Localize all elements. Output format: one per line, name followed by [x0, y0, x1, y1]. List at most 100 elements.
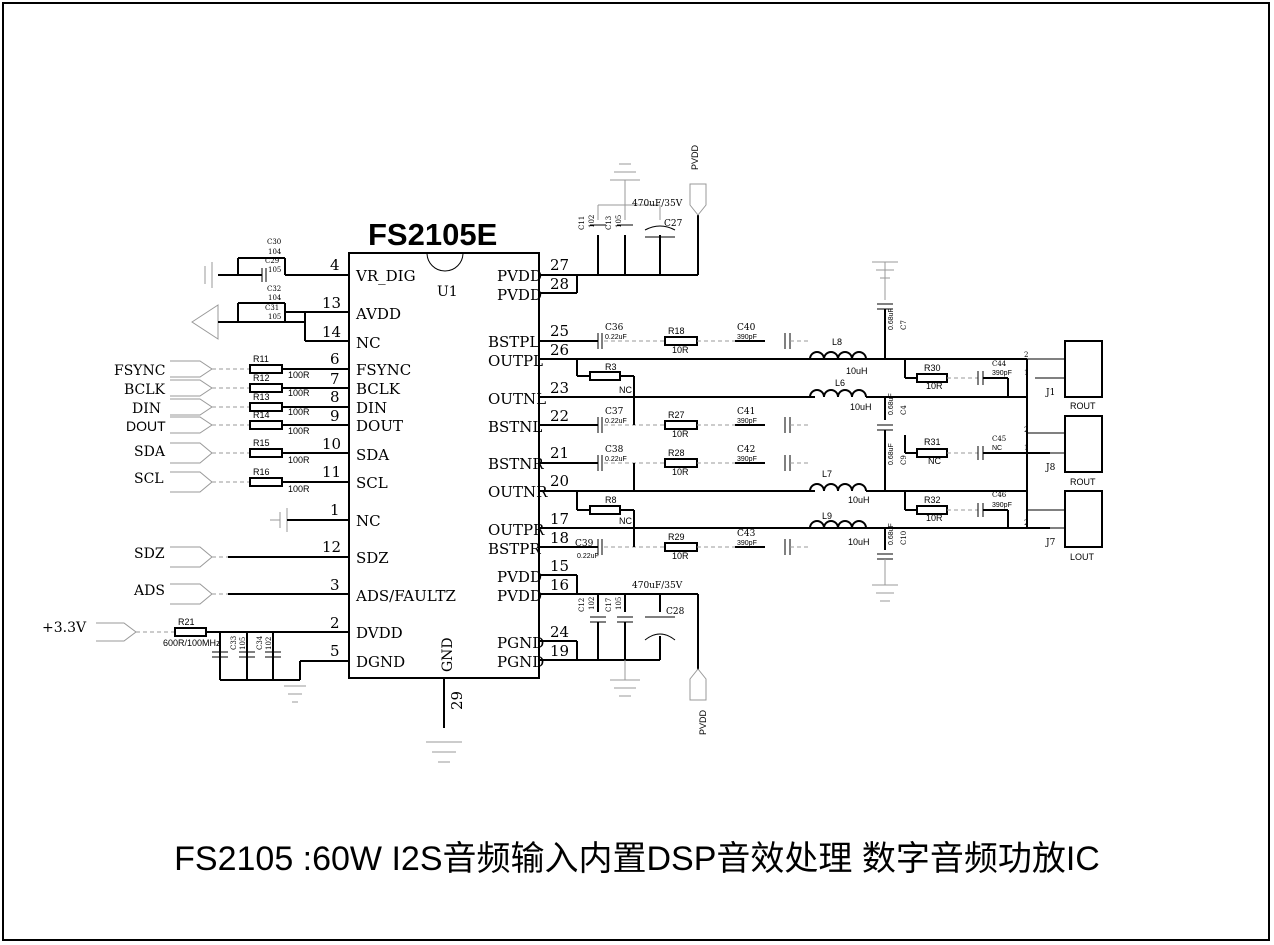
svg-text:C11: C11 [578, 216, 586, 230]
svg-text:13: 13 [322, 294, 341, 312]
svg-text:SDZ: SDZ [134, 546, 165, 562]
svg-text:R16: R16 [253, 467, 270, 477]
svg-text:1: 1 [1024, 444, 1028, 452]
svg-text:PVDD: PVDD [497, 286, 542, 304]
svg-text:J1: J1 [1045, 388, 1055, 398]
svg-text:R13: R13 [253, 392, 270, 402]
svg-text:2: 2 [330, 614, 340, 632]
svg-text:4: 4 [330, 256, 340, 274]
snubber-networks: R30 10R C44 390pF R31 NC C45 NC R32 10R … [904, 359, 1050, 528]
svg-text:NC: NC [619, 516, 632, 526]
series-resistors-left: R11 R12 R13 R14 R15 R16 100R 100R 100R 1… [249, 354, 310, 494]
svg-text:7: 7 [330, 370, 340, 388]
svg-text:5: 5 [330, 642, 340, 660]
svg-text:NC: NC [928, 456, 941, 466]
svg-text:0.22uF: 0.22uF [605, 334, 627, 341]
svg-text:C43: C43 [737, 529, 756, 539]
svg-text:C31: C31 [265, 304, 279, 312]
svg-text:PVDD: PVDD [698, 709, 708, 735]
svg-text:C42: C42 [737, 445, 755, 455]
svg-text:SDZ: SDZ [356, 549, 389, 567]
output-connectors: 2 1 2 1 2 J1 J8 J7 ROUT ROUT LOUT [1024, 340, 1103, 562]
svg-text:R3: R3 [605, 362, 617, 372]
svg-text:R31: R31 [924, 437, 941, 447]
svg-text:SDA: SDA [134, 444, 166, 460]
svg-text:6: 6 [330, 350, 340, 368]
svg-text:R11: R11 [253, 354, 269, 364]
output-inductors: L8 10uH L6 10uH L7 10uH L9 10uH [809, 337, 1050, 547]
chip-ground-symbol [426, 741, 462, 763]
svg-text:C40: C40 [737, 323, 756, 333]
svg-text:R21: R21 [178, 617, 195, 627]
bootstrap-networks: C36 0.22uF R18 10R C40 390pF C37 0.22uF … [575, 323, 810, 561]
pin1-nc [270, 508, 292, 532]
chip-u1: FS2105E U1 GND [348, 217, 540, 679]
avdd-decoupling: C32 104 C31 105 [191, 285, 306, 341]
svg-text:C41: C41 [737, 407, 755, 417]
svg-text:0.22uF: 0.22uF [605, 418, 627, 425]
svg-text:29: 29 [448, 691, 466, 710]
svg-text:OUTPR: OUTPR [488, 521, 545, 539]
svg-text:100R: 100R [288, 455, 310, 465]
svg-text:PVDD: PVDD [690, 144, 700, 170]
nc-resistors: R3 NC R8 NC [576, 359, 635, 528]
svg-text:PVDD: PVDD [497, 568, 542, 586]
svg-text:C46: C46 [992, 491, 1007, 499]
svg-text:14: 14 [322, 323, 341, 341]
svg-text:C30: C30 [267, 238, 281, 246]
svg-text:BSTNR: BSTNR [488, 455, 544, 473]
svg-text:L6: L6 [835, 378, 845, 388]
svg-text:105: 105 [268, 313, 281, 321]
svg-text:SCL: SCL [134, 471, 164, 487]
svg-text:12: 12 [322, 538, 341, 556]
svg-text:102: 102 [588, 215, 596, 228]
svg-text:C36: C36 [605, 323, 624, 333]
svg-text:21: 21 [550, 444, 569, 462]
svg-text:C9: C9 [900, 455, 908, 465]
svg-text:10uH: 10uH [848, 537, 870, 547]
svg-text:100R: 100R [288, 370, 310, 380]
svg-text:11: 11 [322, 463, 341, 481]
svg-text:SCL: SCL [356, 474, 388, 492]
svg-text:BSTNL: BSTNL [488, 418, 542, 436]
svg-text:390pF: 390pF [737, 456, 757, 463]
svg-text:C17: C17 [605, 598, 613, 612]
svg-text:104: 104 [268, 294, 282, 302]
svg-text:DVDD: DVDD [356, 624, 403, 642]
svg-text:10R: 10R [672, 345, 689, 355]
svg-text:18: 18 [550, 529, 569, 547]
svg-text:0.68uF: 0.68uF [888, 308, 895, 330]
svg-text:23: 23 [550, 379, 569, 397]
filter-caps: 0.68uF C7 0.68uF C4 0.68uF C9 0.68uF C10 [872, 261, 908, 602]
svg-text:2: 2 [1024, 426, 1028, 434]
svg-text:0.68uF: 0.68uF [888, 393, 895, 415]
svg-text:R28: R28 [668, 448, 685, 458]
svg-text:C39: C39 [575, 539, 594, 549]
svg-text:0.68uF: 0.68uF [888, 443, 895, 465]
chip-name: FS2105E [368, 217, 497, 252]
svg-text:C10: C10 [900, 531, 908, 545]
input-ports: FSYNC BCLK DIN DOUT SDA SCL SDZ ADS +3.3… [42, 360, 250, 642]
chip-ref: U1 [437, 284, 458, 300]
svg-text:8: 8 [330, 388, 340, 406]
svg-text:PVDD: PVDD [497, 267, 542, 285]
svg-text:C27: C27 [664, 219, 683, 229]
svg-text:C37: C37 [605, 407, 624, 417]
svg-text:100R: 100R [288, 407, 310, 417]
svg-text:J7: J7 [1045, 538, 1056, 548]
svg-text:BCLK: BCLK [356, 380, 401, 398]
svg-text:100R: 100R [288, 484, 310, 494]
svg-text:26: 26 [550, 341, 569, 359]
svg-text:NC: NC [356, 512, 381, 530]
svg-text:19: 19 [550, 642, 569, 660]
svg-text:SDA: SDA [356, 446, 389, 464]
svg-text:L9: L9 [822, 511, 832, 521]
svg-text:L7: L7 [822, 469, 832, 479]
svg-text:100R: 100R [288, 426, 310, 436]
svg-text:22: 22 [550, 407, 569, 425]
svg-text:R14: R14 [253, 410, 270, 420]
svg-text:C45: C45 [992, 435, 1006, 443]
svg-text:C7: C7 [900, 320, 908, 330]
svg-text:0.22uF: 0.22uF [577, 553, 599, 560]
svg-text:NC: NC [619, 385, 632, 395]
